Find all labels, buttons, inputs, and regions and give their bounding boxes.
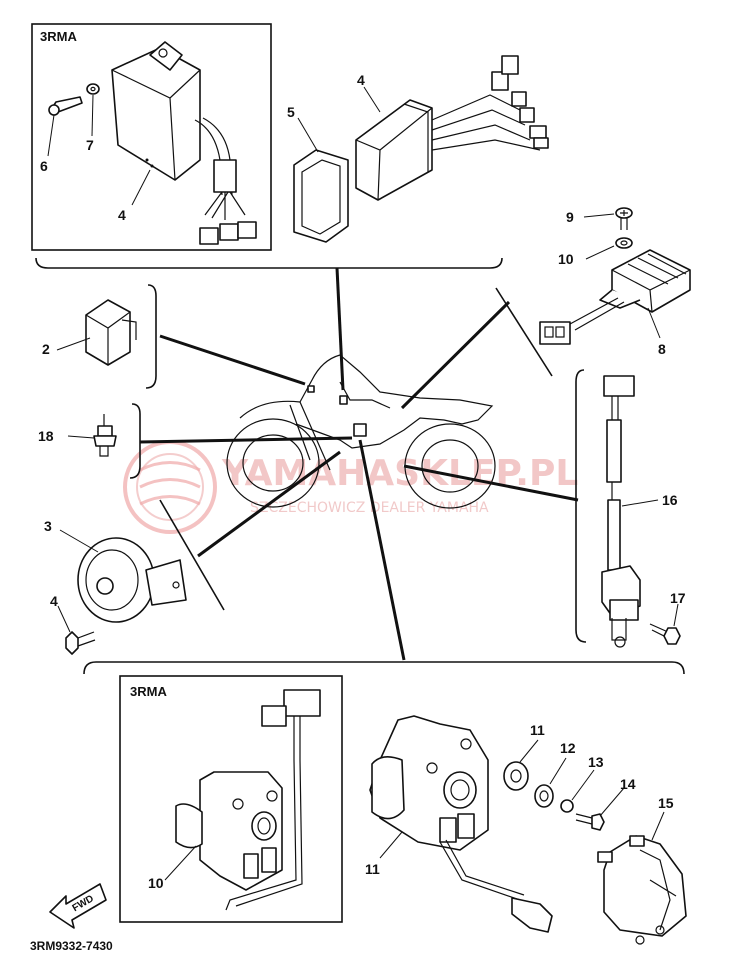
callout-6: 6 — [40, 158, 48, 174]
sidestand-switch-17 — [601, 375, 641, 648]
cdi-unit-4 — [355, 55, 549, 201]
horn-2 — [77, 537, 187, 623]
callout-5: 5 — [287, 104, 295, 120]
cdi-unit-3rma — [111, 41, 257, 245]
bolt-18 — [649, 623, 681, 645]
washer-7 — [86, 83, 100, 95]
watermark-main: YAMAHASKLEP.PL — [221, 453, 578, 494]
callout-8: 8 — [658, 341, 666, 357]
neutral-switch-19 — [93, 414, 117, 457]
bolt-3 — [65, 631, 96, 655]
fwd-arrow-icon: FWD — [49, 883, 107, 929]
cdi-cover-5 — [293, 149, 349, 243]
callout-4-top-box: 4 — [118, 207, 126, 223]
collar-13 — [534, 784, 554, 808]
bolt-15 — [575, 813, 605, 831]
callout-19: 18 — [38, 428, 54, 444]
screw-6 — [48, 96, 83, 116]
drawing-code: 3RM9332-7430 — [30, 939, 113, 953]
washer-14 — [560, 799, 574, 813]
callout-13: 12 — [560, 740, 576, 756]
callout-16: 15 — [658, 795, 674, 811]
relay-1 — [85, 299, 137, 366]
callout-2: 3 — [44, 518, 52, 534]
callout-15: 14 — [620, 776, 636, 792]
screw-9 — [615, 207, 633, 230]
bottom-group-frame: 3RMA — [119, 675, 343, 923]
callout-1: 2 — [42, 341, 50, 357]
starter-relay-3rma — [175, 689, 321, 911]
top-group-tag: 3RMA — [40, 29, 77, 44]
callout-14: 13 — [588, 754, 604, 770]
grommet-12 — [503, 761, 529, 791]
starter-relay-11 — [369, 715, 553, 933]
rectifier-regulator-8 — [539, 249, 691, 345]
callout-11-3rma: 10 — [148, 875, 164, 891]
callout-17: 16 — [662, 492, 678, 508]
motorcycle-silhouette — [226, 354, 496, 509]
top-group-frame: 3RMA — [31, 23, 503, 269]
callout-3: 4 — [50, 593, 58, 609]
terminal-cover-16 — [597, 835, 687, 945]
callout-4-main: 4 — [357, 72, 365, 88]
connection-lines — [139, 267, 579, 661]
callout-12: 11 — [530, 722, 545, 738]
callout-18: 17 — [670, 590, 686, 606]
callout-10: 10 — [558, 251, 574, 267]
callout-9: 9 — [566, 209, 574, 225]
bottom-group-tag: 3RMA — [130, 684, 167, 699]
callout-7: 7 — [86, 137, 94, 153]
washer-10 — [615, 237, 633, 249]
callout-11-main: 11 — [365, 861, 380, 877]
